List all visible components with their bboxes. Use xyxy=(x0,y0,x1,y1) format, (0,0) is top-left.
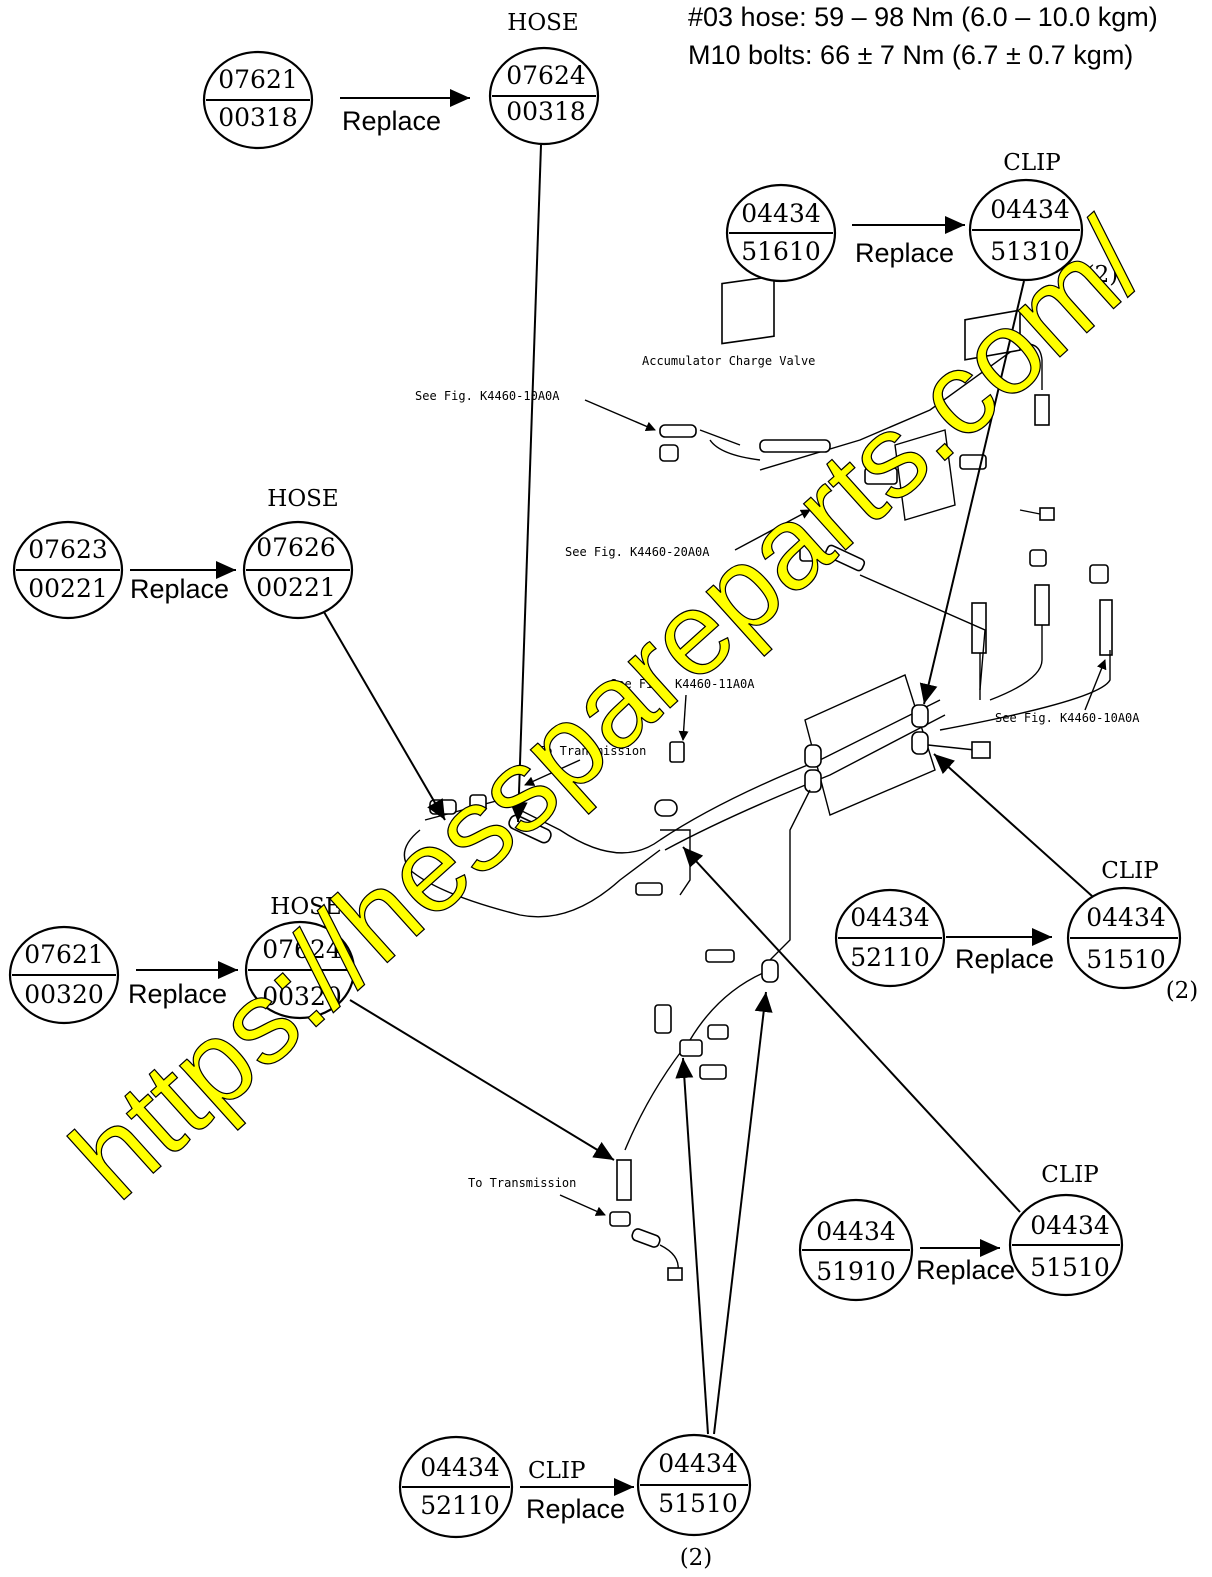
clip-title: CLIP xyxy=(1041,1162,1098,1188)
clip-title: CLIP xyxy=(528,1458,585,1484)
old-part-top: 04434 xyxy=(850,903,930,932)
new-part-bottom: 00320 xyxy=(262,982,342,1011)
old-part-top: 04434 xyxy=(741,199,821,228)
old-part-bottom: 51610 xyxy=(741,237,821,266)
replacement-group-clip-lower-right: 04434 51910 Replace CLIP 04434 51510 xyxy=(682,846,1124,1302)
replacement-group-clip-right: 04434 52110 Replace CLIP 04434 51510 (2) xyxy=(834,753,1199,1004)
old-part-bottom: 52110 xyxy=(420,1491,500,1520)
new-part-top: 04434 xyxy=(658,1449,738,1478)
hose-title: HOSE xyxy=(267,486,338,512)
clip-title: CLIP xyxy=(1003,150,1060,176)
new-part-top: 04434 xyxy=(1086,903,1166,932)
to-transmission-upper: To Transmission xyxy=(538,744,646,758)
new-part-top: 04434 xyxy=(990,195,1070,224)
hydraulic-assembly-drawing xyxy=(403,275,1113,1281)
accumulator-charge-valve-label: Accumulator Charge Valve xyxy=(642,354,815,368)
new-part-top: 07624 xyxy=(262,935,342,964)
old-part-bottom: 52110 xyxy=(850,943,930,972)
old-part-bottom: 51910 xyxy=(816,1257,896,1286)
old-part-bottom: 00221 xyxy=(28,574,108,603)
torque-note-hose: #03 hose: 59 – 98 Nm (6.0 – 10.0 kgm) xyxy=(688,2,1158,32)
replace-label: Replace xyxy=(130,574,229,604)
replace-label: Replace xyxy=(955,944,1054,974)
replacement-group-hose-mid: 07623 00221 Replace HOSE 07626 00221 xyxy=(12,486,446,821)
new-part-top: 07624 xyxy=(506,61,586,90)
new-part-top: 07626 xyxy=(256,533,336,562)
replace-label: Replace xyxy=(916,1255,1015,1285)
old-part-top: 04434 xyxy=(420,1453,500,1482)
replace-label: Replace xyxy=(526,1494,625,1524)
replace-label: Replace xyxy=(128,979,227,1009)
torque-note-bolts: M10 bolts: 66 ± 7 Nm (6.7 ± 0.7 kgm) xyxy=(688,40,1133,70)
replacement-group-hose-top: 07621 00318 Replace HOSE 07624 00318 xyxy=(202,10,600,823)
clip-title: CLIP xyxy=(1101,858,1158,884)
old-part-top: 07621 xyxy=(218,65,298,94)
quantity-label: (2) xyxy=(680,1545,713,1571)
to-transmission-lower: To Transmission xyxy=(468,1176,576,1190)
replacement-group-clip-bottom: 04434 52110 CLIP Replace 04434 51510 (2) xyxy=(398,991,773,1571)
old-part-top: 04434 xyxy=(816,1217,896,1246)
old-part-bottom: 00318 xyxy=(218,103,298,132)
hose-title: HOSE xyxy=(507,10,578,36)
see-fig-20a: See Fig. K4460-20A0A xyxy=(565,545,710,559)
quantity-label: (2) xyxy=(1166,978,1199,1004)
new-part-bottom: 51510 xyxy=(658,1489,738,1518)
new-part-bottom: 51510 xyxy=(1030,1253,1110,1282)
new-part-bottom: 00221 xyxy=(256,573,336,602)
new-part-bottom: 00318 xyxy=(506,97,586,126)
replace-label: Replace xyxy=(342,106,441,136)
hose-title: HOSE xyxy=(270,894,341,920)
old-part-bottom: 00320 xyxy=(24,980,104,1009)
quantity-label: (2) xyxy=(1086,262,1119,288)
see-fig-10a-right: See Fig. K4460-10A0A xyxy=(995,711,1140,725)
replacement-group-hose-lower: 07621 00320 Replace HOSE 07624 00320 xyxy=(8,894,615,1161)
old-part-top: 07621 xyxy=(24,940,104,969)
new-part-top: 04434 xyxy=(1030,1211,1110,1240)
replacement-group-clip-top: 04434 51610 Replace CLIP 04434 51310 (2) xyxy=(725,150,1119,705)
replace-label: Replace xyxy=(855,238,954,268)
see-fig-10a-top: See Fig. K4460-10A0A xyxy=(415,389,560,403)
new-part-bottom: 51510 xyxy=(1086,945,1166,974)
old-part-top: 07623 xyxy=(28,535,108,564)
see-fig-11a: See Fig. K4460-11A0A xyxy=(610,677,755,691)
new-part-bottom: 51310 xyxy=(990,237,1070,266)
